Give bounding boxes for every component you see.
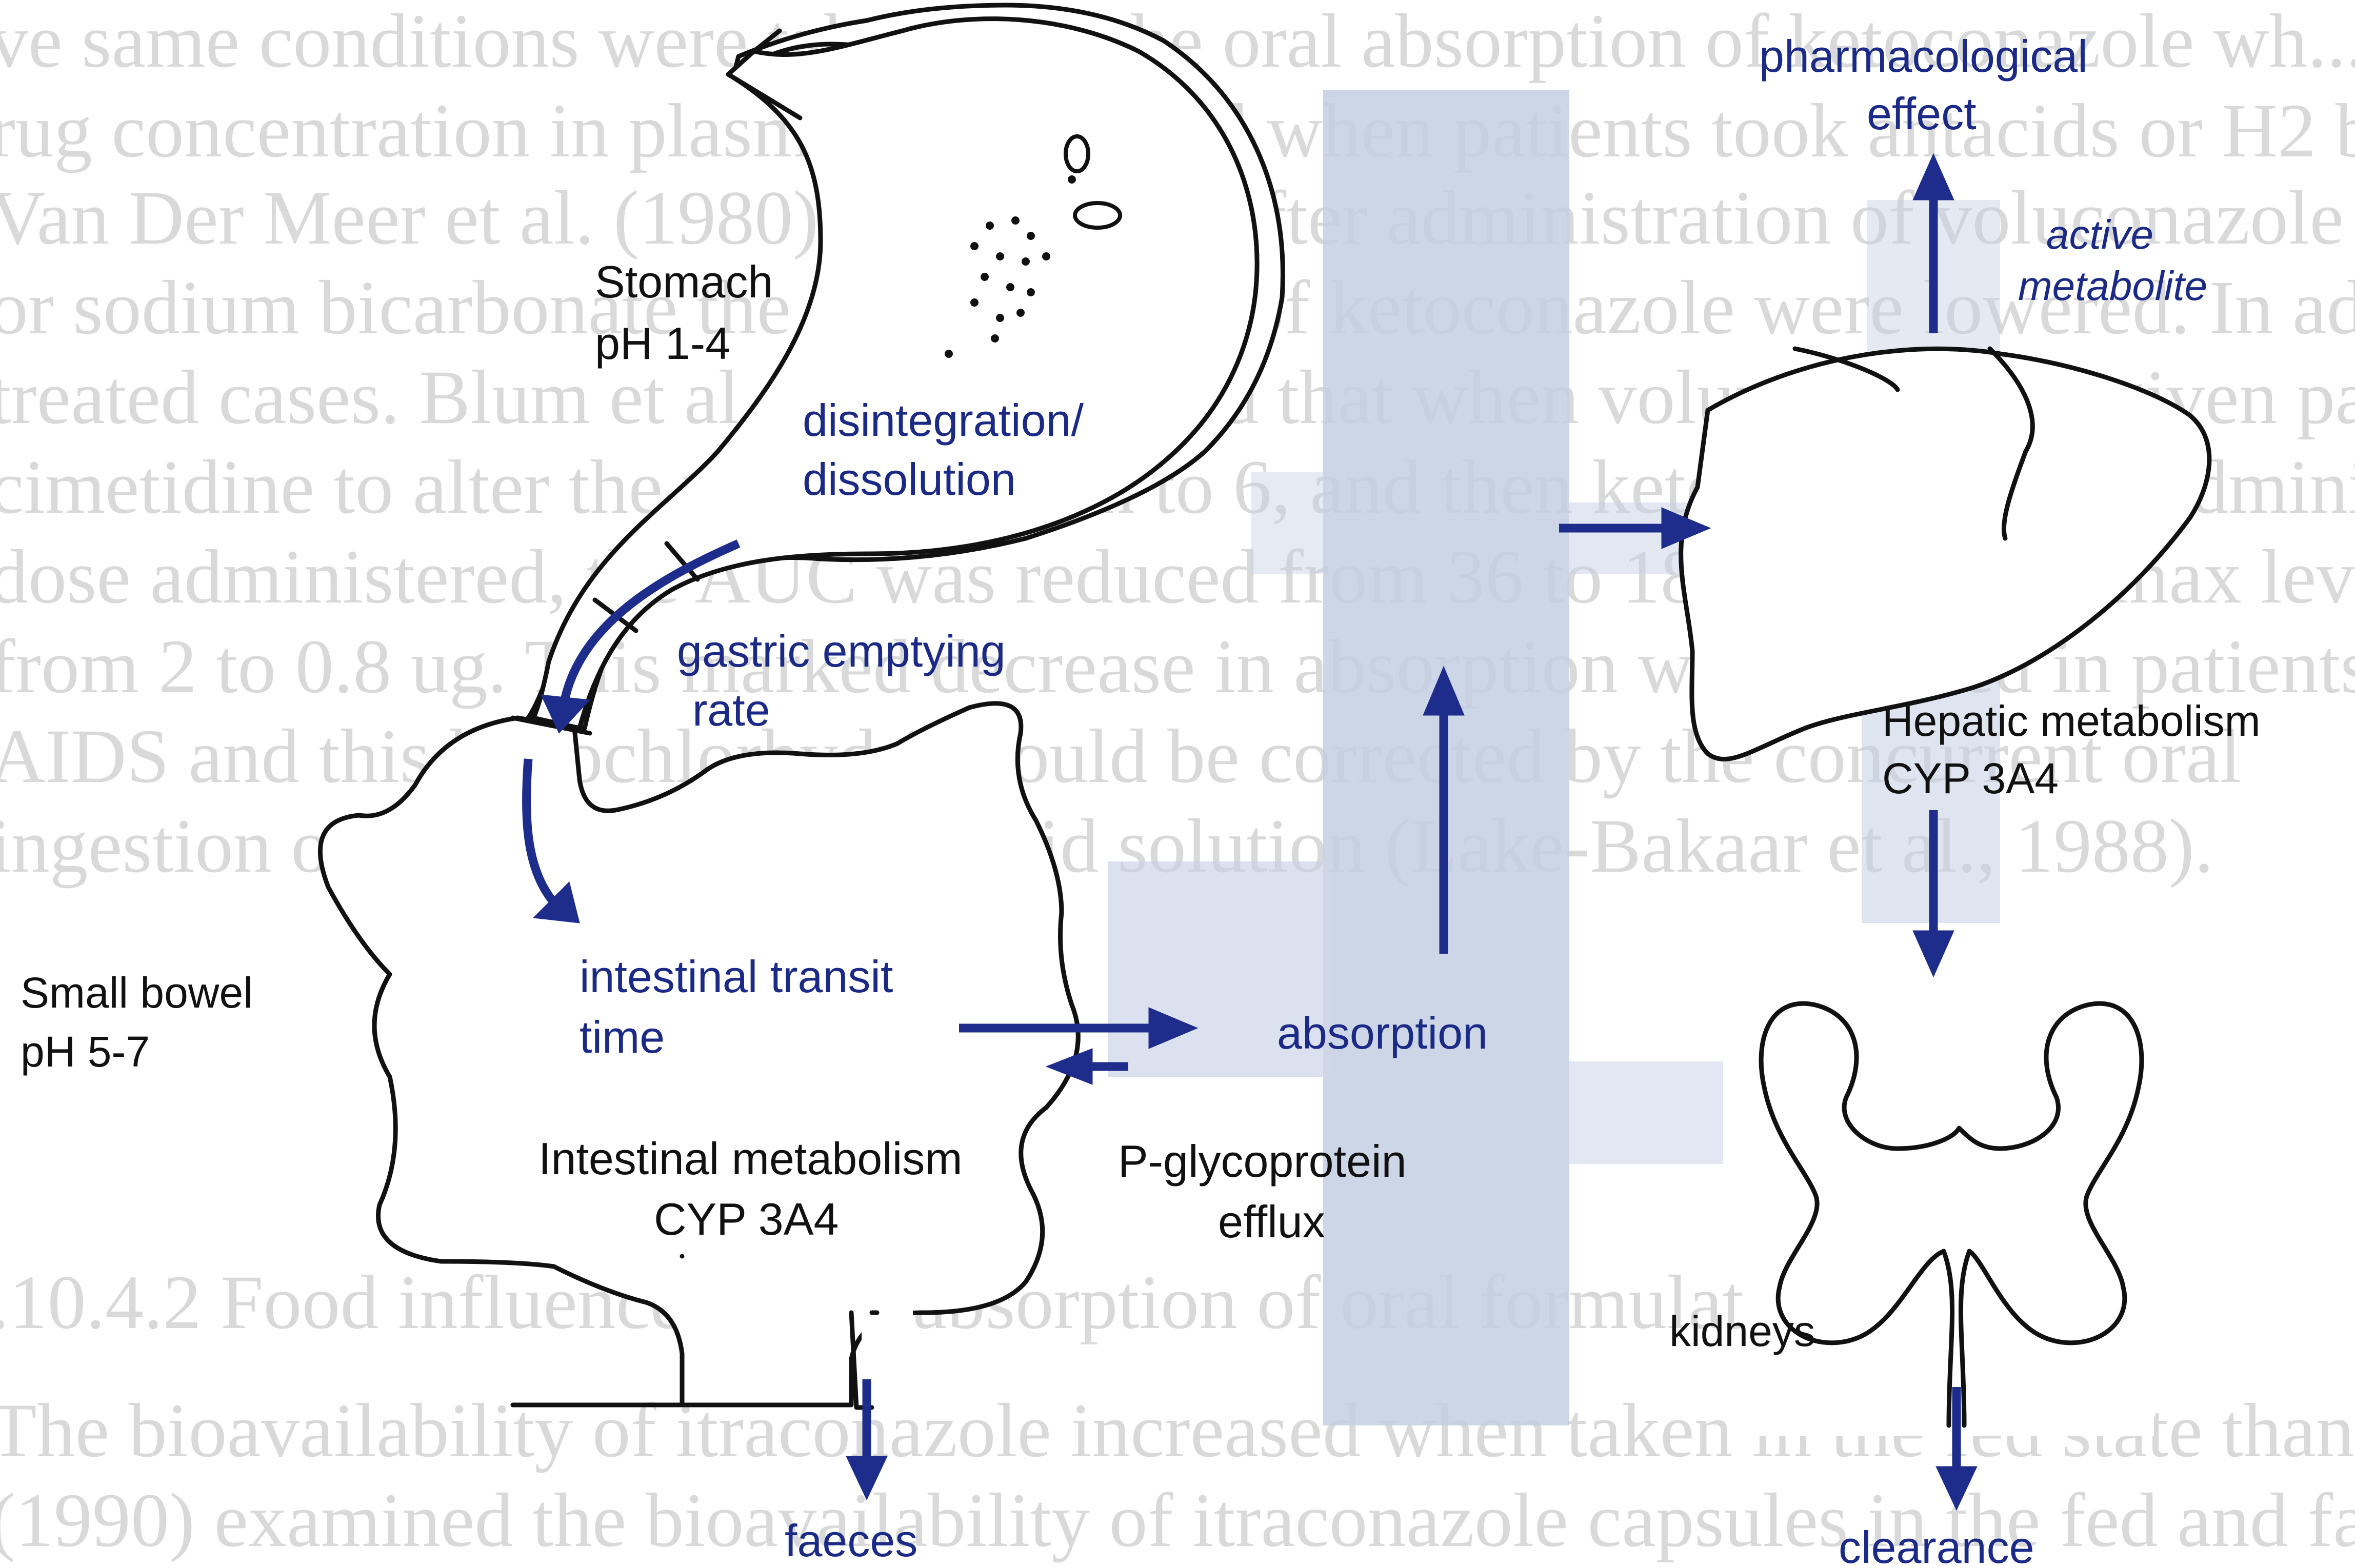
intestinal-metabolism-line-1: Intestinal metabolism xyxy=(538,1133,963,1184)
intestinal-transit-line-1: intestinal transit xyxy=(580,951,893,1002)
upper-left-band xyxy=(1251,472,1333,574)
faeces-label: faeces xyxy=(785,1515,917,1566)
disintegration-line-1: disintegration/ xyxy=(803,395,1084,446)
kidneys-shape xyxy=(1744,974,2154,1436)
gastric-emptying-line-1: gastric emptying xyxy=(677,626,1006,676)
stomach-name: Stomach xyxy=(595,256,773,307)
kidneys-label: kidneys xyxy=(1669,1307,1815,1355)
pharmacological-line-2: effect xyxy=(1867,88,1977,139)
small-bowel-ph: pH 5-7 xyxy=(21,1028,150,1076)
absorption-label: absorption xyxy=(1277,1008,1488,1058)
hepatic-line-1: Hepatic metabolism xyxy=(1882,697,2261,745)
active-line-1: active xyxy=(2046,212,2153,257)
pgp-line-1: P-glycoprotein xyxy=(1118,1136,1407,1187)
disintegration-line-2: dissolution xyxy=(803,454,1016,505)
intestinal-metabolism-line-2: CYP 3A4 xyxy=(654,1194,839,1244)
clearance-label: clearance xyxy=(1839,1522,2034,1568)
active-line-2: metabolite xyxy=(2018,263,2207,309)
small-bowel-name: Small bowel xyxy=(21,969,253,1017)
to-kidneys-arrowhead xyxy=(1913,931,1954,977)
pgp-line-2: efflux xyxy=(1218,1196,1325,1247)
intestinal-transit-line-2: time xyxy=(580,1012,665,1062)
stomach-ph: pH 1-4 xyxy=(595,318,730,369)
small-bowel-label: Small bowel pH 5-7 xyxy=(21,969,265,1076)
hepatic-line-2: CYP 3A4 xyxy=(1882,754,2059,802)
pharmacological-line-1: pharmacological xyxy=(1759,31,2088,82)
gastric-emptying-line-2: rate xyxy=(692,685,770,735)
bottom-right-band xyxy=(1559,1061,1723,1164)
